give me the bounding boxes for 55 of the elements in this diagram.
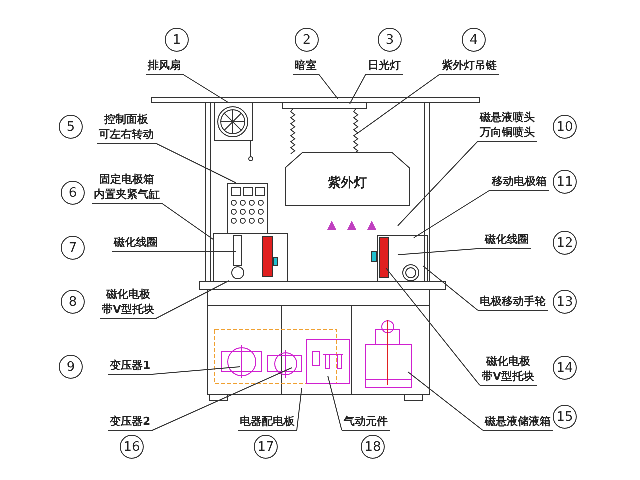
part-label: 变压器2 xyxy=(108,414,153,431)
leader-line xyxy=(398,141,478,226)
leader-line xyxy=(318,74,338,100)
part-label: 磁化电极带V型托块 xyxy=(480,354,537,386)
callout-number: 1 xyxy=(165,28,189,52)
part-label: 磁化电极带V型托块 xyxy=(100,287,157,319)
callout-number: 2 xyxy=(295,28,319,52)
leader-line xyxy=(182,74,230,104)
callout-number: 13 xyxy=(553,290,577,314)
leader-line xyxy=(152,366,240,375)
leader-line xyxy=(156,143,236,184)
part-label: 变压器1 xyxy=(108,358,153,375)
part-label: 紫外灯吊链 xyxy=(440,58,499,75)
part-label: 移动电极箱 xyxy=(490,174,549,191)
part-label: 磁化线圈 xyxy=(483,232,531,249)
callout-number: 11 xyxy=(553,170,577,194)
part-label: 磁悬液喷头万向铜喷头 xyxy=(478,110,537,142)
callout-number: 6 xyxy=(61,181,85,205)
leader-line xyxy=(408,372,484,431)
callout-number: 15 xyxy=(553,405,577,429)
leader-line xyxy=(414,190,490,238)
callout-number: 14 xyxy=(553,356,577,380)
part-label: 磁化线圈 xyxy=(112,235,160,252)
uv-lamp-hood: 紫外灯 xyxy=(285,152,410,206)
leader-line xyxy=(398,248,484,256)
leader-line xyxy=(386,268,480,386)
callout-number: 3 xyxy=(378,28,402,52)
leader-line xyxy=(152,368,292,431)
part-label: 电极移动手轮 xyxy=(478,294,548,311)
leader-line xyxy=(356,74,440,134)
leader-line xyxy=(328,376,342,431)
part-label: 磁悬液储液箱 xyxy=(483,414,553,431)
callout-number: 8 xyxy=(61,290,85,314)
callout-number: 18 xyxy=(361,435,385,459)
callout-number: 12 xyxy=(553,231,577,255)
part-label: 日光灯 xyxy=(366,58,403,75)
callout-number: 17 xyxy=(254,435,278,459)
callout-number: 4 xyxy=(462,28,486,52)
callout-number: 7 xyxy=(61,236,85,260)
part-label: 气动元件 xyxy=(342,414,390,431)
callout-number: 9 xyxy=(59,355,83,379)
leader-line xyxy=(350,74,366,104)
callout-number: 5 xyxy=(59,115,83,139)
leader-line xyxy=(160,251,236,252)
leader-line xyxy=(162,203,214,240)
part-label: 电器配电板 xyxy=(238,414,297,431)
leader-line xyxy=(156,280,230,319)
part-label: 控制面板可左右转动 xyxy=(97,112,156,144)
callout-number: 10 xyxy=(553,115,577,139)
callout-number: 16 xyxy=(120,435,144,459)
leader-line xyxy=(296,388,302,431)
part-label: 固定电极箱内置夹紧气缸 xyxy=(92,172,162,204)
part-label: 暗室 xyxy=(293,58,319,75)
part-label: 排风扇 xyxy=(146,58,183,75)
leader-line xyxy=(422,266,478,311)
